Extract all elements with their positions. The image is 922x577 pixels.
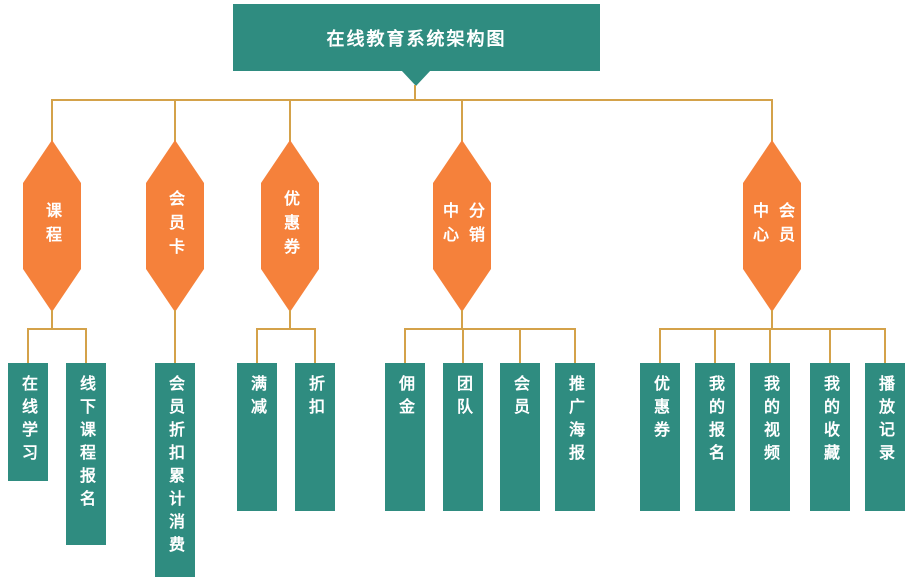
- branch-distribution-center: 分销 中心: [433, 140, 491, 312]
- branch-member-center-label: 会员 中心: [750, 202, 795, 250]
- connector-stub: [829, 328, 831, 364]
- leaf-commission: 佣金: [385, 363, 425, 511]
- diagram-title-banner: 在线教育系统架构图: [233, 4, 600, 71]
- connector-main-horizontal: [51, 99, 773, 101]
- title-pointer-icon: [401, 70, 431, 86]
- connector-branch-horizontal: [27, 328, 87, 330]
- branch-coupon-label: 优惠券: [281, 190, 300, 262]
- diagram-title: 在线教育系统架构图: [326, 28, 507, 50]
- leaf-my-signup-label: 我的报名: [706, 375, 725, 467]
- connector-branch-horizontal: [404, 328, 576, 330]
- connector-stub: [884, 328, 886, 364]
- leaf-offline-course-signup-label: 线下课程报名: [77, 375, 96, 513]
- connector-branch-horizontal: [659, 328, 886, 330]
- leaf-promo-poster-label: 推广海报: [566, 375, 585, 467]
- leaf-member-discount-consumption-label: 会员折扣累计消费: [166, 375, 185, 559]
- connector-stub: [289, 99, 291, 142]
- connector-stub: [404, 328, 406, 364]
- leaf-coupon: 优惠券: [640, 363, 680, 511]
- connector-stub: [769, 328, 771, 364]
- leaf-full-reduction: 满减: [237, 363, 277, 511]
- leaf-promo-poster: 推广海报: [555, 363, 595, 511]
- leaf-discount: 折扣: [295, 363, 335, 511]
- branch-course: 课程: [23, 140, 81, 312]
- connector-stub: [714, 328, 716, 364]
- connector-stub: [574, 328, 576, 364]
- leaf-commission-label: 佣金: [396, 375, 415, 421]
- branch-membership-card-label: 会员卡: [166, 190, 185, 262]
- leaf-my-favorites: 我的收藏: [810, 363, 850, 511]
- leaf-online-learning-label: 在线学习: [19, 375, 38, 467]
- leaf-my-videos: 我的视频: [750, 363, 790, 511]
- branch-distribution-center-label: 分销 中心: [440, 202, 485, 250]
- leaf-online-learning: 在线学习: [8, 363, 48, 481]
- connector-stub: [771, 310, 773, 330]
- leaf-coupon-label: 优惠券: [651, 375, 670, 444]
- leaf-my-videos-label: 我的视频: [761, 375, 780, 467]
- connector-stub: [85, 328, 87, 364]
- leaf-offline-course-signup: 线下课程报名: [66, 363, 106, 545]
- connector-stub: [659, 328, 661, 364]
- connector-stub: [771, 99, 773, 142]
- connector-stub: [27, 328, 29, 364]
- leaf-play-history: 播放记录: [865, 363, 905, 511]
- leaf-my-favorites-label: 我的收藏: [821, 375, 840, 467]
- connector-branch-horizontal: [256, 328, 316, 330]
- connector-stub: [461, 310, 463, 330]
- connector-stub: [174, 310, 176, 364]
- connector-stub: [461, 99, 463, 142]
- leaf-member-discount-consumption: 会员折扣累计消费: [155, 363, 195, 577]
- connector-stub: [519, 328, 521, 364]
- branch-member-center: 会员 中心: [743, 140, 801, 312]
- connector-stub: [51, 99, 53, 142]
- connector-stub: [314, 328, 316, 364]
- connector-stub: [256, 328, 258, 364]
- leaf-full-reduction-label: 满减: [248, 375, 267, 421]
- connector-stub: [51, 310, 53, 330]
- branch-course-label: 课程: [43, 202, 62, 250]
- leaf-my-signup: 我的报名: [695, 363, 735, 511]
- connector-stub: [289, 310, 291, 330]
- leaf-member-label: 会员: [511, 375, 530, 421]
- connector-title-stub: [414, 85, 416, 100]
- leaf-team: 团队: [443, 363, 483, 511]
- branch-coupon: 优惠券: [261, 140, 319, 312]
- leaf-team-label: 团队: [454, 375, 473, 421]
- branch-membership-card: 会员卡: [146, 140, 204, 312]
- leaf-play-history-label: 播放记录: [876, 375, 895, 467]
- leaf-member: 会员: [500, 363, 540, 511]
- connector-stub: [174, 99, 176, 142]
- leaf-discount-label: 折扣: [306, 375, 325, 421]
- connector-stub: [462, 328, 464, 364]
